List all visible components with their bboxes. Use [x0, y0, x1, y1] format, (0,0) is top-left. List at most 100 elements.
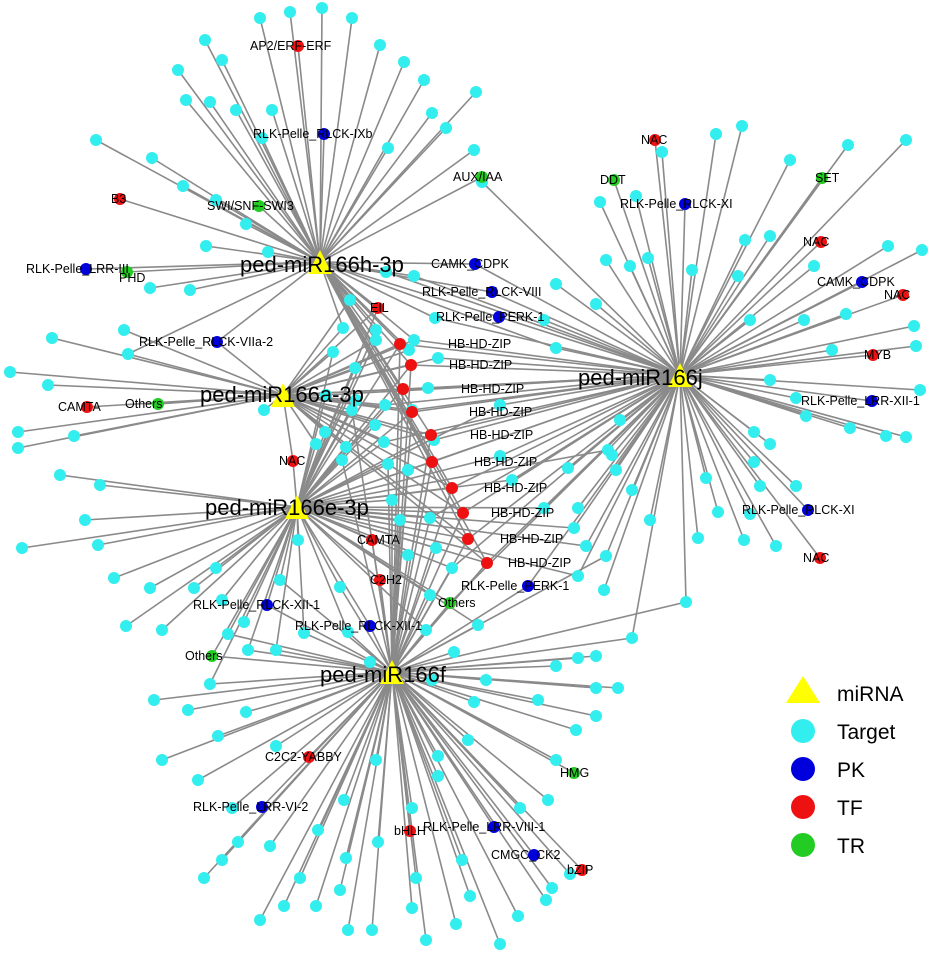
network-edge	[266, 506, 298, 606]
target-node	[514, 802, 526, 814]
network-edge	[296, 506, 349, 633]
target-node	[826, 344, 838, 356]
network-edge	[391, 671, 495, 828]
network-edge	[269, 671, 393, 847]
target-node	[572, 570, 584, 582]
network-edge	[679, 133, 717, 376]
target-node	[177, 180, 189, 192]
target-node	[270, 644, 282, 656]
target-node	[364, 656, 376, 668]
target-node-tf	[426, 456, 438, 468]
network-edge	[271, 109, 321, 263]
target-label: NAC	[803, 551, 829, 565]
network-edge	[410, 364, 681, 376]
target-node	[266, 104, 278, 116]
target-label: bHLH	[394, 824, 426, 838]
target-node	[372, 836, 384, 848]
network-edge	[391, 671, 577, 731]
target-node	[386, 494, 398, 506]
target-node	[264, 840, 276, 852]
network-edge	[391, 411, 413, 673]
network-edge	[413, 339, 681, 376]
network-edge	[585, 374, 681, 547]
network-edge	[679, 177, 823, 376]
network-edge	[430, 374, 681, 436]
target-node-tf	[446, 482, 458, 494]
target-node	[366, 924, 378, 936]
target-node	[146, 152, 158, 164]
target-node-tf	[462, 533, 474, 545]
network-edge	[462, 374, 681, 514]
target-node-tr	[152, 398, 164, 410]
target-node	[394, 514, 406, 526]
network-edge	[527, 374, 681, 587]
target-node	[210, 562, 222, 574]
network-edge	[431, 374, 681, 463]
target-label: HB-HD-ZIP	[474, 455, 537, 469]
network-edge	[391, 538, 469, 673]
target-label: HB-HD-ZIP	[469, 405, 532, 419]
network-edge	[391, 671, 439, 757]
target-node-pk	[469, 258, 481, 270]
network-edge	[467, 374, 681, 540]
network-edge	[391, 665, 557, 673]
target-node	[600, 550, 612, 562]
network-edge	[411, 374, 681, 413]
target-node	[580, 540, 592, 552]
network-edge	[282, 394, 464, 514]
network-edge	[282, 394, 469, 540]
target-node	[590, 650, 602, 662]
network-edge	[319, 133, 325, 263]
target-node	[340, 852, 352, 864]
network-edge	[123, 329, 284, 396]
target-label: RLK-Pelle_LRR-VIII-1	[423, 820, 545, 834]
network-edge	[391, 671, 571, 875]
target-node	[156, 754, 168, 766]
network-edge	[679, 374, 745, 541]
legend-label: Target	[837, 721, 896, 744]
target-node	[340, 441, 352, 453]
target-node-tf	[397, 383, 409, 395]
network-edge	[9, 371, 284, 396]
network-edge	[296, 441, 385, 508]
network-edge	[247, 506, 298, 651]
network-edge	[317, 671, 393, 831]
target-label: Others	[125, 397, 163, 411]
network-edge	[555, 283, 681, 376]
target-node	[294, 872, 306, 884]
target-label: RLK-Pelle_RLCK-XII-1	[295, 619, 422, 633]
target-node-tf	[394, 338, 406, 350]
network-edge	[235, 109, 321, 263]
target-node	[172, 64, 184, 76]
target-node	[532, 694, 544, 706]
target-node	[240, 218, 252, 230]
target-node-tr	[476, 171, 488, 183]
mirna-node	[668, 363, 692, 387]
network-edge	[319, 261, 436, 319]
target-node	[188, 582, 200, 594]
mirna-label: ped-miR166a-3p	[200, 382, 364, 407]
target-node-tf	[576, 864, 588, 876]
target-node	[900, 134, 912, 146]
network-edge	[679, 374, 873, 402]
network-edge	[185, 99, 321, 263]
network-edge	[216, 261, 321, 343]
network-edge	[391, 671, 535, 856]
target-node	[68, 430, 80, 442]
target-node	[426, 674, 438, 686]
target-node-tf	[114, 193, 126, 205]
target-node	[402, 549, 414, 561]
network-edge	[303, 632, 393, 673]
target-node	[212, 730, 224, 742]
network-edge	[157, 394, 284, 405]
network-edge	[385, 271, 681, 376]
target-node	[262, 246, 274, 258]
target-label: HB-HD-ZIP	[491, 506, 554, 520]
target-node	[540, 894, 552, 906]
network-edge	[282, 394, 488, 564]
network-edge	[391, 655, 597, 673]
network-edge	[391, 671, 475, 703]
network-edge	[679, 319, 751, 376]
target-node-pk	[364, 620, 376, 632]
target-node	[118, 324, 130, 336]
